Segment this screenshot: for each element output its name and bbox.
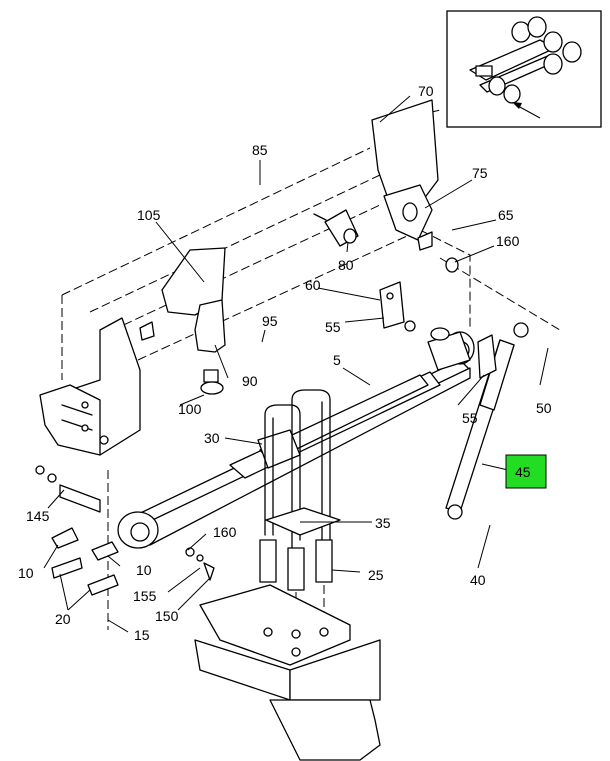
- leader-lines: [43, 95, 549, 633]
- front-hanger-bracket: [371, 99, 439, 251]
- callout-40: 40: [470, 572, 486, 588]
- callout-30: 30: [204, 430, 220, 446]
- callout-45: 45: [515, 464, 531, 480]
- callout-55-top: 55: [325, 319, 341, 335]
- locator-inset: [446, 10, 602, 128]
- callout-5: 5: [333, 352, 341, 368]
- callout-25: 25: [368, 567, 384, 583]
- callout-60: 60: [305, 277, 321, 293]
- callout-85: 85: [252, 142, 268, 158]
- callout-10-right: 10: [136, 562, 152, 578]
- shock-absorber: [445, 322, 529, 520]
- highlight-box: [505, 454, 547, 489]
- rear-hanger-bracket: [39, 317, 141, 456]
- callout-20: 20: [55, 611, 71, 627]
- callout-35: 35: [375, 515, 391, 531]
- bushing-160: [445, 257, 459, 273]
- bump-stop: [313, 209, 359, 247]
- callout-100: 100: [178, 401, 202, 417]
- callout-55-bottom: 55: [462, 410, 478, 426]
- axle-beam: [194, 584, 381, 761]
- callout-160-bottom: 160: [213, 524, 237, 540]
- bushing-pin: [35, 465, 101, 513]
- callout-105: 105: [137, 207, 161, 223]
- spring-clip-bracket: [139, 247, 226, 353]
- callout-65: 65: [498, 207, 514, 223]
- callout-50: 50: [536, 400, 552, 416]
- callout-80: 80: [338, 257, 354, 273]
- callout-70: 70: [418, 83, 434, 99]
- callout-15: 15: [134, 627, 150, 643]
- location-arrow: [512, 102, 541, 119]
- callout-labels: 70 85 75 65 160 105 80 60 95 55 5 90 100…: [18, 83, 552, 643]
- callout-90: 90: [242, 373, 258, 389]
- callout-150: 150: [155, 608, 179, 624]
- callout-95: 95: [262, 313, 278, 329]
- callout-75: 75: [472, 165, 488, 181]
- frame-rail-phantom: [61, 109, 561, 630]
- truck-chassis-thumbnail: [469, 16, 582, 104]
- callout-10-left: 10: [18, 565, 34, 581]
- callout-145: 145: [26, 508, 50, 524]
- callout-155: 155: [133, 588, 157, 604]
- adjusting-bolt: [200, 369, 224, 395]
- callout-160-top: 160: [496, 233, 520, 249]
- spring-shackle: [379, 281, 497, 379]
- lube-fittings: [51, 527, 215, 596]
